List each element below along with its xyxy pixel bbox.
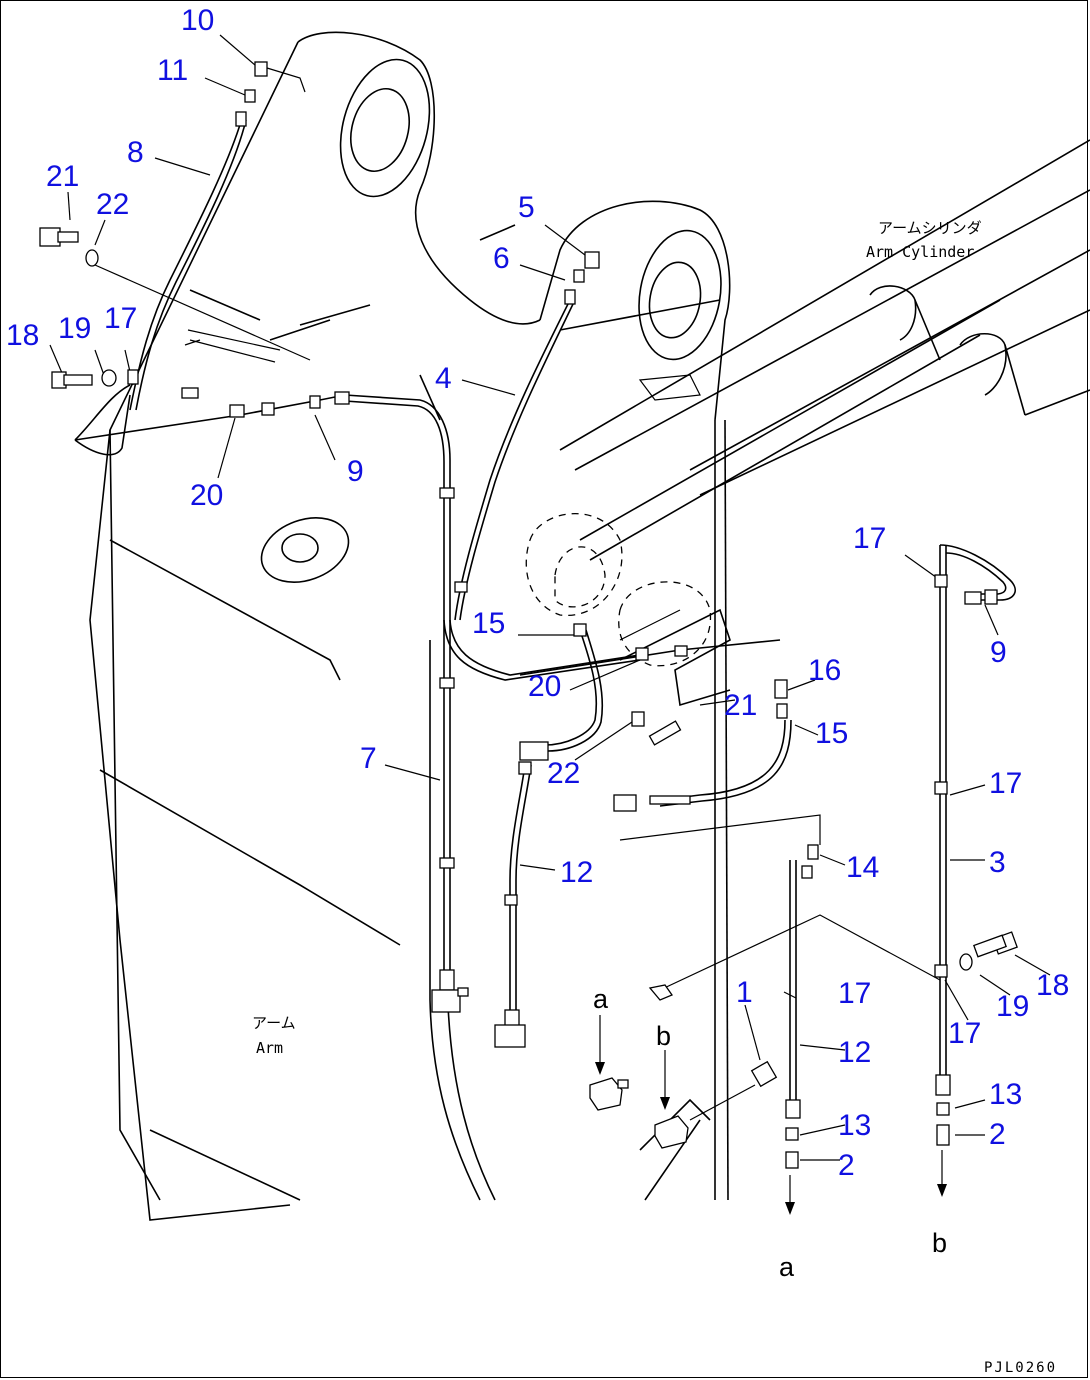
callout-number: 7 bbox=[360, 742, 377, 775]
arm-cylinder bbox=[559, 139, 1090, 707]
callout-number: 5 bbox=[518, 191, 535, 224]
view-letters: a b a b bbox=[593, 984, 947, 1282]
callout-number: 10 bbox=[181, 4, 214, 37]
drawing-code: PJL0260 bbox=[984, 1360, 1057, 1376]
callout-number: 21 bbox=[46, 160, 79, 193]
callout-number: 18 bbox=[1036, 969, 1069, 1002]
callout-number: 9 bbox=[990, 636, 1007, 669]
callout-number: 11 bbox=[157, 54, 188, 87]
callout-number: 12 bbox=[560, 856, 593, 889]
callout-number: 17 bbox=[853, 522, 886, 555]
callout-number: 15 bbox=[815, 717, 848, 750]
callout-number: 20 bbox=[190, 479, 223, 512]
grease-lines bbox=[49, 34, 1051, 1215]
callout-number: 3 bbox=[989, 846, 1006, 879]
arm-en-label: Arm bbox=[256, 1039, 283, 1057]
callout-number: 2 bbox=[838, 1149, 855, 1182]
view-letter-a: a bbox=[593, 984, 609, 1014]
fixed-labels: アームシリンダ Arm Cylinder アーム Arm PJL0260 bbox=[252, 219, 1057, 1376]
callout-number: 18 bbox=[6, 319, 39, 352]
callout-number: 6 bbox=[493, 242, 510, 275]
callout-number: 14 bbox=[846, 851, 879, 884]
callout-number: 22 bbox=[547, 757, 580, 790]
callout-number: 19 bbox=[58, 312, 91, 345]
callout-number: 13 bbox=[989, 1078, 1022, 1111]
callout-number: 20 bbox=[528, 670, 561, 703]
fittings bbox=[39, 61, 1018, 1169]
callout-number: 8 bbox=[127, 136, 144, 169]
callout-number: 4 bbox=[435, 362, 452, 395]
callout-number: 16 bbox=[808, 654, 841, 687]
callout-number: 22 bbox=[96, 188, 129, 221]
callout-number: 21 bbox=[724, 689, 757, 722]
callout-number: 2 bbox=[989, 1118, 1006, 1151]
view-letter-b: b bbox=[656, 1021, 671, 1051]
arm-cylinder-jp-label: アームシリンダ bbox=[878, 219, 982, 237]
callout-numbers: 10 11 8 21 22 18 19 17 5 6 4 9 20 15 20 … bbox=[6, 4, 1069, 1182]
view-letter-b: b bbox=[932, 1228, 947, 1258]
arm-cylinder-en-label: Arm Cylinder bbox=[866, 243, 974, 261]
callout-number: 1 bbox=[736, 976, 753, 1009]
callout-number: 9 bbox=[347, 455, 364, 488]
callout-number: 13 bbox=[838, 1109, 871, 1142]
callout-number: 17 bbox=[838, 977, 871, 1010]
callout-number: 12 bbox=[838, 1036, 871, 1069]
pin-bosses bbox=[184, 58, 722, 667]
callout-number: 19 bbox=[996, 990, 1029, 1023]
arm-jp-label: アーム bbox=[252, 1014, 296, 1032]
arm-outline bbox=[89, 31, 731, 1221]
callout-number: 17 bbox=[104, 302, 137, 335]
callout-number: 15 bbox=[472, 607, 505, 640]
view-letter-a: a bbox=[779, 1252, 795, 1282]
callout-number: 17 bbox=[948, 1017, 981, 1050]
callout-number: 17 bbox=[989, 767, 1022, 800]
